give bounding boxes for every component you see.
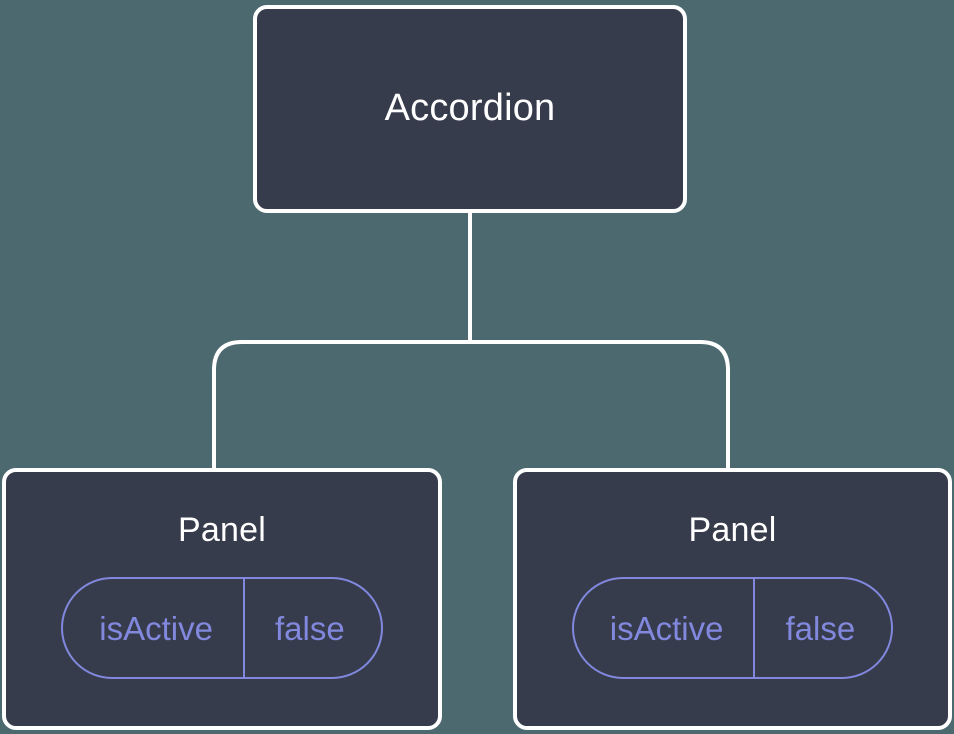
node-accordion[interactable]: Accordion <box>253 5 687 213</box>
node-panel-left-label: Panel <box>178 511 266 549</box>
state-pill-left-value: false <box>242 579 381 678</box>
state-pill-right-value: false <box>753 579 891 678</box>
node-panel-right-label: Panel <box>688 511 777 549</box>
state-pill-left[interactable]: isActive false <box>61 577 383 680</box>
connector-left-branch <box>470 340 730 470</box>
node-panel-right[interactable]: Panel isActive false <box>513 468 952 730</box>
node-accordion-label: Accordion <box>384 87 556 130</box>
node-panel-left[interactable]: Panel isActive false <box>2 468 442 730</box>
state-pill-right[interactable]: isActive false <box>571 577 894 680</box>
state-pill-right-key: isActive <box>609 609 724 647</box>
state-pill-left-key: isActive <box>99 609 213 647</box>
connector-right-branch <box>212 340 470 470</box>
